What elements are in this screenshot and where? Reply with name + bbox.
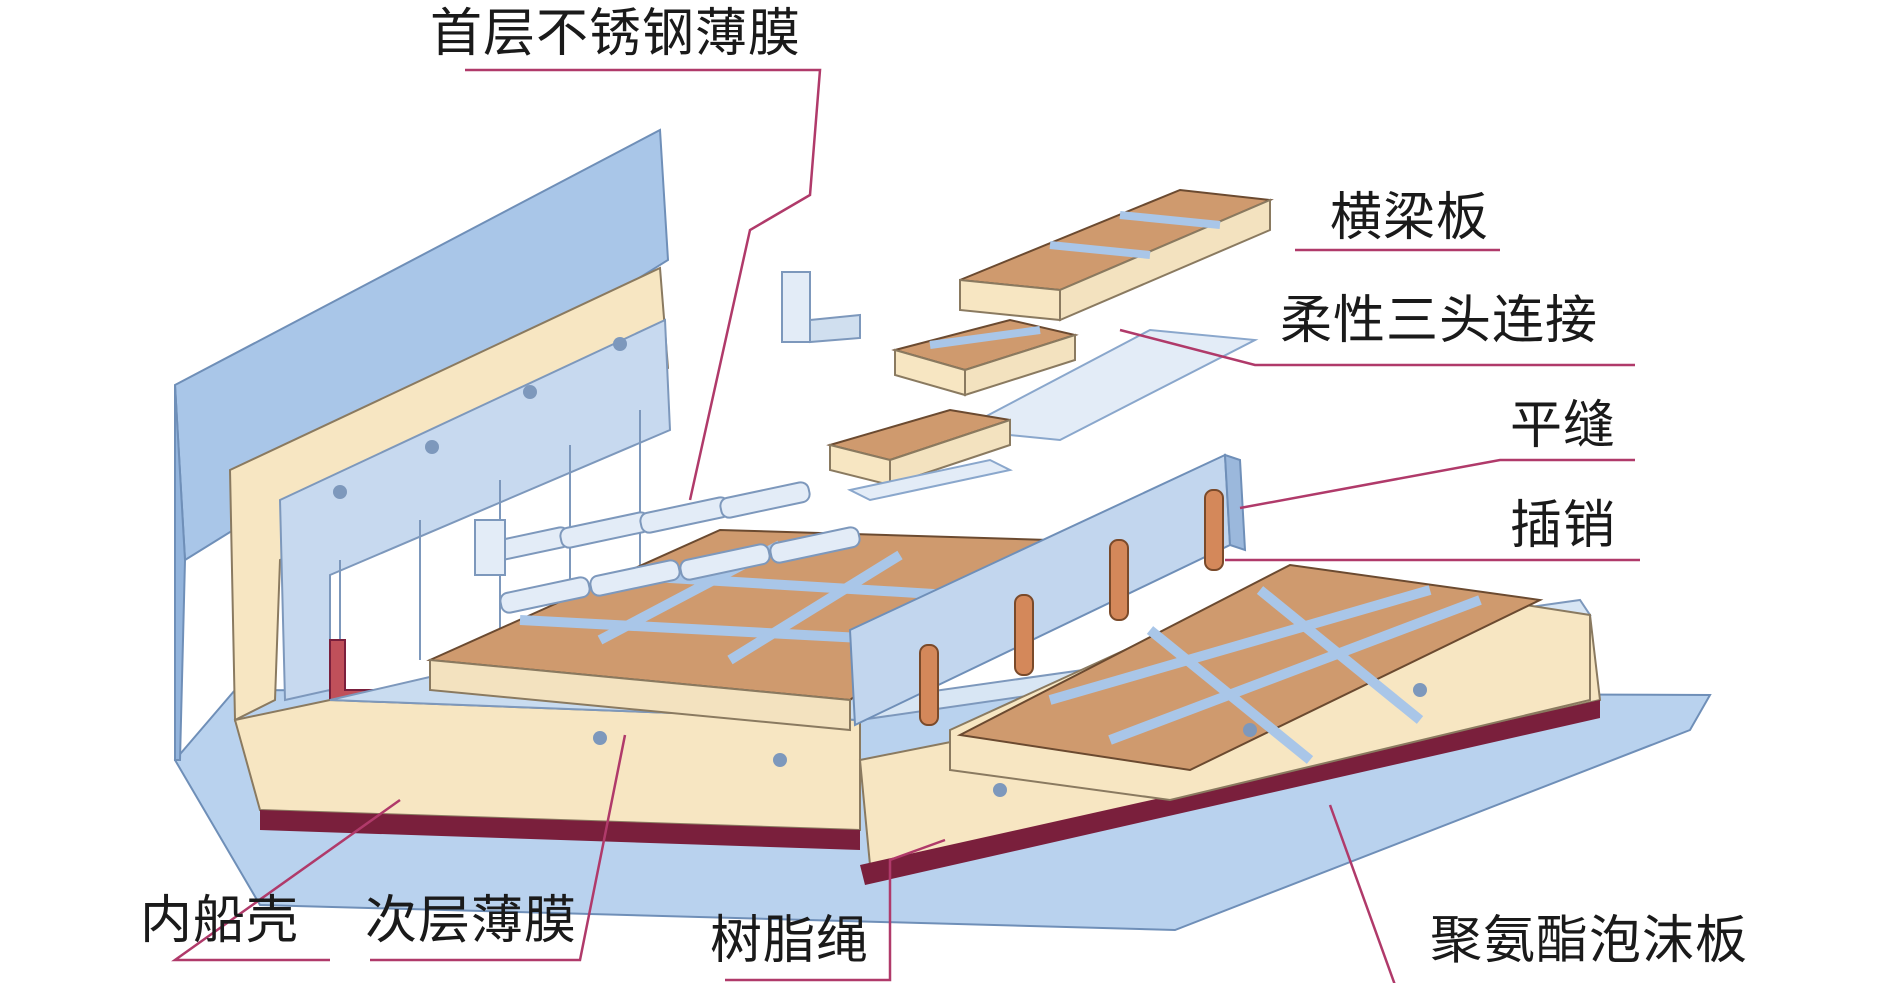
right-plywood-panel: [956, 563, 1544, 772]
label-resin-rope: 树脂绳: [710, 911, 870, 971]
label-inner-hull: 内船壳: [140, 891, 300, 951]
wall-inner-sheet: [278, 318, 672, 702]
leader-lines: [171, 68, 1640, 983]
joint-block-lower: [826, 408, 1011, 487]
label-flat-seam: 平缝: [1510, 396, 1617, 456]
bottom-foam-left: [233, 698, 861, 832]
cross-beam-board: [959, 188, 1274, 322]
label-secondary-membrane: 次层薄膜: [365, 891, 578, 951]
label-pin: 插销: [1510, 496, 1617, 556]
flexible-joint-sheet: [956, 328, 1259, 442]
primary-membrane-grid: [479, 481, 861, 614]
label-primary-membrane: 首层不锈钢薄膜: [430, 4, 802, 64]
joint-block-middle: [891, 318, 1079, 397]
label-pu-foam-board: 聚氨酯泡沫板: [1430, 911, 1749, 971]
membrane-corner-bracket: [781, 271, 861, 344]
label-flexible-triple-joint: 柔性三头连接: [1280, 291, 1599, 351]
label-cross-beam-board: 横梁板: [1330, 188, 1490, 248]
pins: [919, 489, 1224, 726]
inner-hull-wall-lower: [174, 384, 187, 761]
